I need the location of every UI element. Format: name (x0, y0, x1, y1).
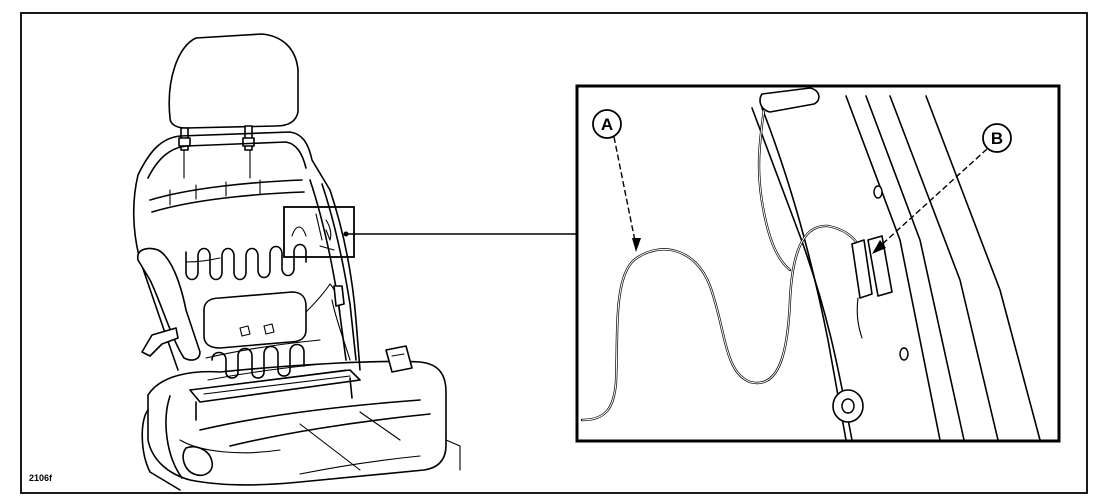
zigzag-spring-upper (185, 243, 307, 281)
figure-frame (20, 12, 1088, 494)
inset-frame-rails (751, 95, 1041, 441)
seat-cushion (147, 360, 447, 486)
zoom-inset-frame (575, 84, 1061, 443)
detail-region-box (283, 206, 355, 258)
lumbar-panel (203, 291, 307, 349)
callout-a-label: A (601, 115, 613, 134)
clip-b (851, 239, 873, 299)
inset-holes (832, 185, 909, 423)
headrest-posts (178, 125, 255, 179)
wire-a (580, 108, 862, 422)
callout-b: B (872, 123, 1012, 254)
belt-buckle (385, 345, 413, 373)
callout-b-label: B (991, 129, 1003, 148)
seat-illustration (132, 33, 580, 491)
headrest (168, 33, 299, 129)
zoom-inset: A B (575, 84, 1061, 443)
figure-id-label: 2106f (29, 473, 53, 483)
top-bracket (759, 87, 820, 113)
callout-a: A (592, 109, 641, 252)
recline-lever (141, 327, 179, 357)
left-bolster (136, 247, 201, 361)
zigzag-spring-lower (211, 343, 305, 379)
